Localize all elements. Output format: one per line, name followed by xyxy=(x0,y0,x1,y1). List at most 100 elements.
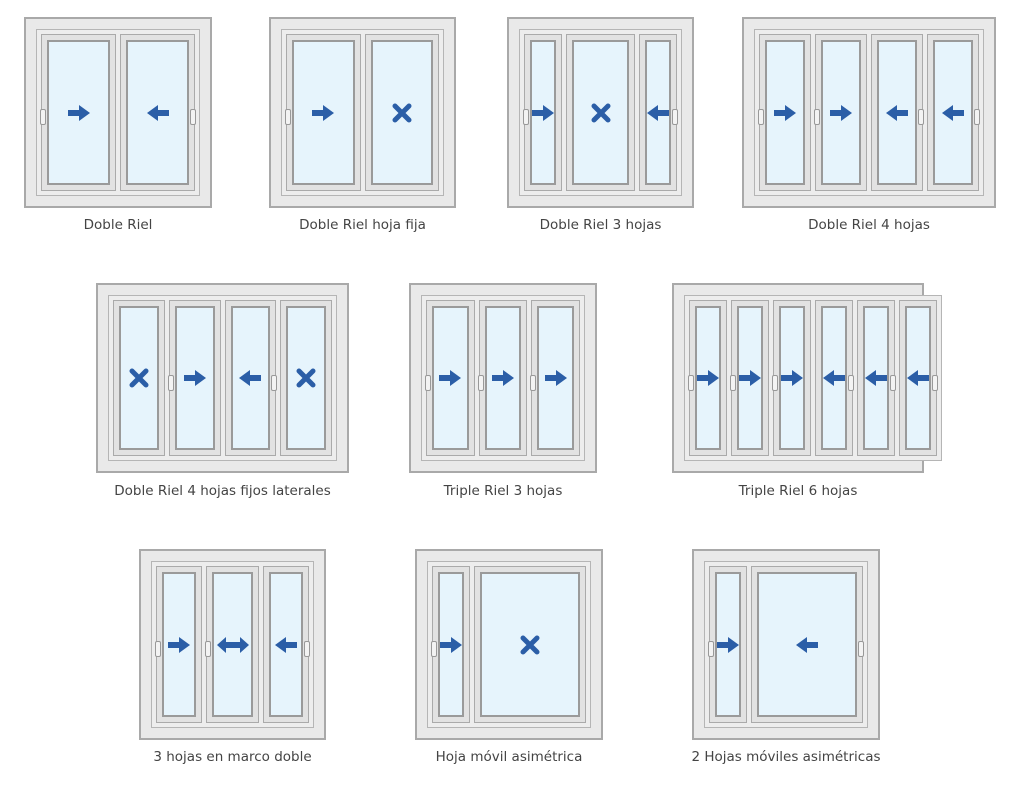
arrow-right-icon xyxy=(67,104,90,121)
window-sash xyxy=(364,34,439,191)
handle-icon xyxy=(304,641,310,658)
window-sash xyxy=(758,34,811,191)
window-frame xyxy=(519,29,682,196)
handle-icon xyxy=(672,109,678,126)
glass-pane xyxy=(432,306,469,450)
arrow-right-icon xyxy=(532,104,554,121)
window-frame xyxy=(281,29,444,196)
window-sash xyxy=(708,566,747,723)
window-type-label: Triple Riel 3 hojas xyxy=(443,483,563,499)
window-sash xyxy=(474,566,586,723)
glass-pane xyxy=(877,40,917,185)
glass-pane xyxy=(126,40,189,185)
window-sash xyxy=(899,300,938,456)
window-sash xyxy=(772,300,811,456)
window-sash xyxy=(530,300,581,456)
glass-pane xyxy=(119,306,159,450)
arrow-left-icon xyxy=(796,636,818,653)
fixed-x-icon xyxy=(129,368,149,388)
window-sash xyxy=(155,566,203,723)
arrow-right-icon xyxy=(781,370,803,386)
arrow-right-icon xyxy=(312,104,335,121)
window-frame xyxy=(427,561,591,728)
handle-icon xyxy=(858,641,864,658)
window-sash xyxy=(815,300,854,456)
glass-pane xyxy=(268,572,303,717)
window-diagram xyxy=(742,17,996,208)
arrow-left-icon xyxy=(942,104,964,121)
window-type-label: 3 hojas en marco doble xyxy=(153,749,312,765)
glass-pane xyxy=(757,572,857,717)
handle-icon xyxy=(932,374,938,391)
handle-icon xyxy=(205,641,212,658)
glass-pane xyxy=(292,40,355,185)
arrow-right-icon xyxy=(774,104,796,121)
window-diagram xyxy=(139,549,326,740)
window-type-label: Triple Riel 6 hojas xyxy=(738,483,858,499)
glass-pane xyxy=(480,572,580,717)
arrow-left-icon xyxy=(886,104,908,121)
handle-icon xyxy=(190,109,196,126)
glass-pane xyxy=(438,572,464,717)
window-type-label: 2 Hojas móviles asimétricas xyxy=(691,749,881,765)
handle-icon xyxy=(40,109,46,126)
window-frame xyxy=(151,561,314,728)
window-frame xyxy=(421,295,585,461)
handle-icon xyxy=(974,109,980,126)
window-type-label: Doble Riel xyxy=(83,217,153,233)
window-sash xyxy=(205,566,259,723)
arrow-right-icon xyxy=(183,370,206,386)
glass-pane xyxy=(484,306,522,450)
handle-icon xyxy=(758,109,764,126)
glass-pane xyxy=(779,306,805,450)
window-sash xyxy=(927,34,980,191)
glass-pane xyxy=(174,306,215,450)
glass-pane xyxy=(645,40,671,185)
fixed-x-icon xyxy=(591,103,611,123)
window-sash xyxy=(688,300,727,456)
window-diagram xyxy=(96,283,349,473)
handle-icon xyxy=(477,374,484,391)
glass-pane xyxy=(821,306,847,450)
glass-pane xyxy=(715,572,741,717)
window-frame xyxy=(754,29,984,196)
handle-icon xyxy=(730,374,736,391)
arrow-left-icon xyxy=(146,104,169,121)
glass-pane xyxy=(821,40,861,185)
arrow-left-icon xyxy=(274,636,297,653)
fixed-x-icon xyxy=(392,103,412,123)
window-sash xyxy=(566,34,635,191)
handle-icon xyxy=(848,374,854,391)
arrow-right-icon xyxy=(492,370,514,386)
window-diagram xyxy=(24,17,212,208)
glass-pane xyxy=(737,306,763,450)
glass-pane xyxy=(212,572,253,717)
glass-pane xyxy=(572,40,629,185)
arrow-left-icon xyxy=(239,370,262,386)
window-type-label: Hoja móvil asimétrica xyxy=(435,749,583,765)
window-sash xyxy=(262,566,310,723)
fixed-x-icon xyxy=(296,368,316,388)
arrow-right-icon xyxy=(697,370,719,386)
glass-pane xyxy=(370,40,433,185)
handle-icon xyxy=(285,109,291,126)
window-diagram xyxy=(409,283,597,473)
window-sash xyxy=(477,300,528,456)
handle-icon xyxy=(890,374,896,391)
glass-pane xyxy=(695,306,721,450)
arrow-right-icon xyxy=(439,370,462,386)
window-type-label: Doble Riel 4 hojas fijos laterales xyxy=(114,483,331,499)
glass-pane xyxy=(162,572,197,717)
glass-pane xyxy=(905,306,931,450)
handle-icon xyxy=(425,374,431,391)
window-type-label: Doble Riel hoja fija xyxy=(299,217,426,233)
window-sash xyxy=(814,34,867,191)
window-sash xyxy=(224,300,278,456)
window-frame xyxy=(108,295,337,461)
window-diagram xyxy=(415,549,603,740)
window-diagram xyxy=(692,549,880,740)
glass-pane xyxy=(537,306,575,450)
window-sash xyxy=(431,566,470,723)
window-sash xyxy=(167,300,221,456)
arrow-right-icon xyxy=(830,104,852,121)
